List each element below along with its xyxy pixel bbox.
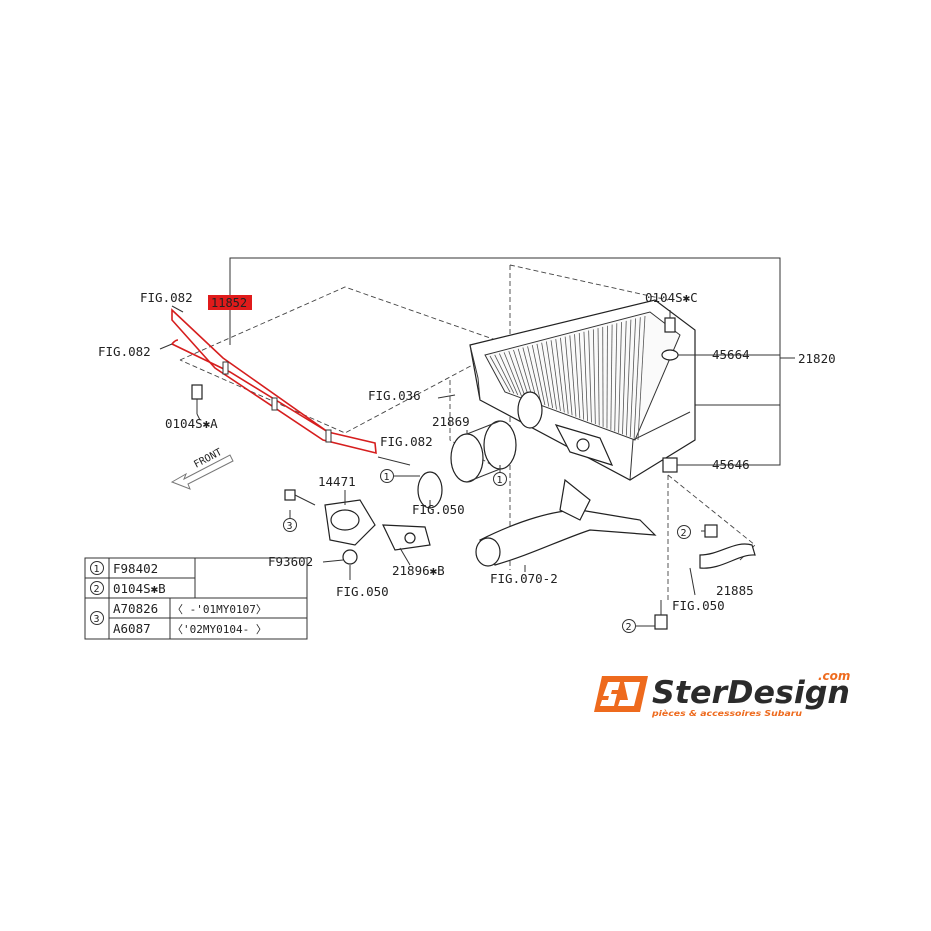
fig-ref-082-top[interactable]: FIG.082	[140, 290, 193, 305]
part-label-21820[interactable]: 21820	[798, 351, 836, 366]
part-label-21896B[interactable]: 21896✱B	[392, 563, 445, 578]
grommet-45646	[662, 457, 710, 473]
intercooler-fin	[494, 354, 515, 394]
part-label-11852[interactable]: 11852	[211, 296, 247, 310]
front-arrow-icon: FRONT	[170, 447, 234, 490]
legend-num-2: 2	[94, 584, 100, 595]
intercooler-fin	[578, 332, 585, 420]
intercooler-fin	[564, 336, 573, 416]
intercooler-fin	[592, 329, 596, 425]
intercooler-fin	[610, 324, 613, 430]
intercooler-fin	[541, 342, 554, 409]
part-label-highlight	[208, 295, 252, 310]
intercooler-fin	[545, 341, 557, 410]
fig-ref-050-b[interactable]: FIG.050	[336, 584, 389, 599]
intercooler-fin	[499, 353, 519, 396]
bolt-0104S-C	[661, 310, 710, 361]
svg-text:3: 3	[287, 521, 293, 532]
svg-text:1: 1	[384, 472, 390, 483]
intercooler	[469, 299, 696, 481]
legend-code-2[interactable]: 0104S✱B	[113, 581, 166, 596]
fig-ref-036[interactable]: FIG.036	[368, 388, 421, 403]
bolt-2-bottom	[654, 600, 668, 630]
sterdesign-logo: SterDesign .com pièces & accessoires Sub…	[594, 669, 850, 718]
intercooler-fin	[560, 337, 569, 414]
hose-21869	[417, 391, 543, 509]
callout-2a[interactable]: 2	[677, 525, 691, 540]
intercooler-fin	[637, 315, 646, 441]
logo-tagline: pièces & accessoires Subaru	[651, 708, 803, 718]
part-label-0104S-C[interactable]: 0104S✱C	[645, 290, 698, 305]
y-pipe	[475, 478, 657, 567]
legend-table: 1 F98402 2 0104S✱B 3 A70826 〈 -'01MY0107…	[84, 557, 308, 640]
intercooler-fin	[597, 328, 600, 426]
part-11852-rail	[171, 308, 377, 455]
sterdesign-logo-icon	[594, 676, 648, 712]
part-label-14471[interactable]: 14471	[318, 474, 356, 489]
fig-ref-050-a[interactable]: FIG.050	[412, 502, 465, 517]
intercooler-fin	[569, 335, 577, 417]
part-label-21869[interactable]: 21869	[432, 414, 470, 429]
legend-num-1: 1	[94, 564, 100, 575]
intercooler-fin	[503, 352, 523, 397]
fig-ref-050-c[interactable]: FIG.050	[672, 598, 725, 613]
intercooler-fin	[513, 349, 530, 400]
part-label-0104S-A[interactable]: 0104S✱A	[165, 416, 218, 431]
intercooler-fin	[527, 346, 542, 404]
callout-2b[interactable]: 2	[622, 619, 636, 634]
logo-brand: SterDesign	[652, 675, 850, 711]
callout-1b[interactable]: 1	[493, 472, 507, 487]
intercooler-fin	[574, 334, 581, 419]
intercooler-fin	[489, 355, 511, 393]
part-label-45646[interactable]: 45646	[712, 457, 750, 472]
svg-text:2: 2	[626, 622, 632, 633]
part-21885	[699, 524, 756, 569]
fig-ref-082-left[interactable]: FIG.082	[98, 344, 151, 359]
callout-3[interactable]: 3	[283, 518, 297, 533]
intercooler-fin	[550, 340, 561, 411]
part-label-21885[interactable]: 21885	[716, 583, 754, 598]
intercooler-fin	[629, 318, 637, 438]
logo-suffix: .com	[818, 669, 850, 683]
legend-range-3b: 〈'02MY0104- 〉	[172, 623, 267, 636]
intercooler-inlet-flange	[554, 424, 614, 466]
intercooler-fin	[555, 338, 565, 413]
intercooler-fin	[536, 343, 550, 407]
fig-ref-070-2[interactable]: FIG.070-2	[490, 571, 558, 586]
callout-1a[interactable]: 1	[380, 469, 394, 484]
legend-code-1[interactable]: F98402	[113, 561, 158, 576]
intercooler-fin	[618, 322, 622, 433]
fig-ref-082-right[interactable]: FIG.082	[380, 434, 433, 449]
front-label: FRONT	[192, 447, 224, 471]
intercooler-fin	[614, 323, 618, 432]
legend-num-3: 3	[94, 614, 100, 625]
part-14471	[324, 499, 431, 565]
svg-text:1: 1	[497, 475, 503, 486]
legend-code-3b[interactable]: A6087	[113, 621, 151, 636]
intercooler-fin	[588, 330, 592, 423]
part-label-F93602[interactable]: F93602	[268, 554, 313, 569]
intercooler-fin	[625, 319, 632, 436]
legend-code-3a[interactable]: A70826	[113, 601, 158, 616]
part-label-45664[interactable]: 45664	[712, 347, 750, 362]
svg-text:2: 2	[681, 528, 687, 539]
intercooler-fin	[531, 345, 546, 406]
intercooler-fin	[633, 317, 641, 439]
intercooler-fin	[622, 320, 627, 435]
legend-range-3a: 〈 -'01MY0107〉	[172, 603, 267, 616]
bolt-0104S-A	[191, 384, 203, 414]
leader-lines	[159, 305, 705, 627]
intercooler-fin	[508, 351, 526, 398]
bolt-3	[284, 489, 316, 506]
intercooler-fin	[583, 331, 588, 422]
